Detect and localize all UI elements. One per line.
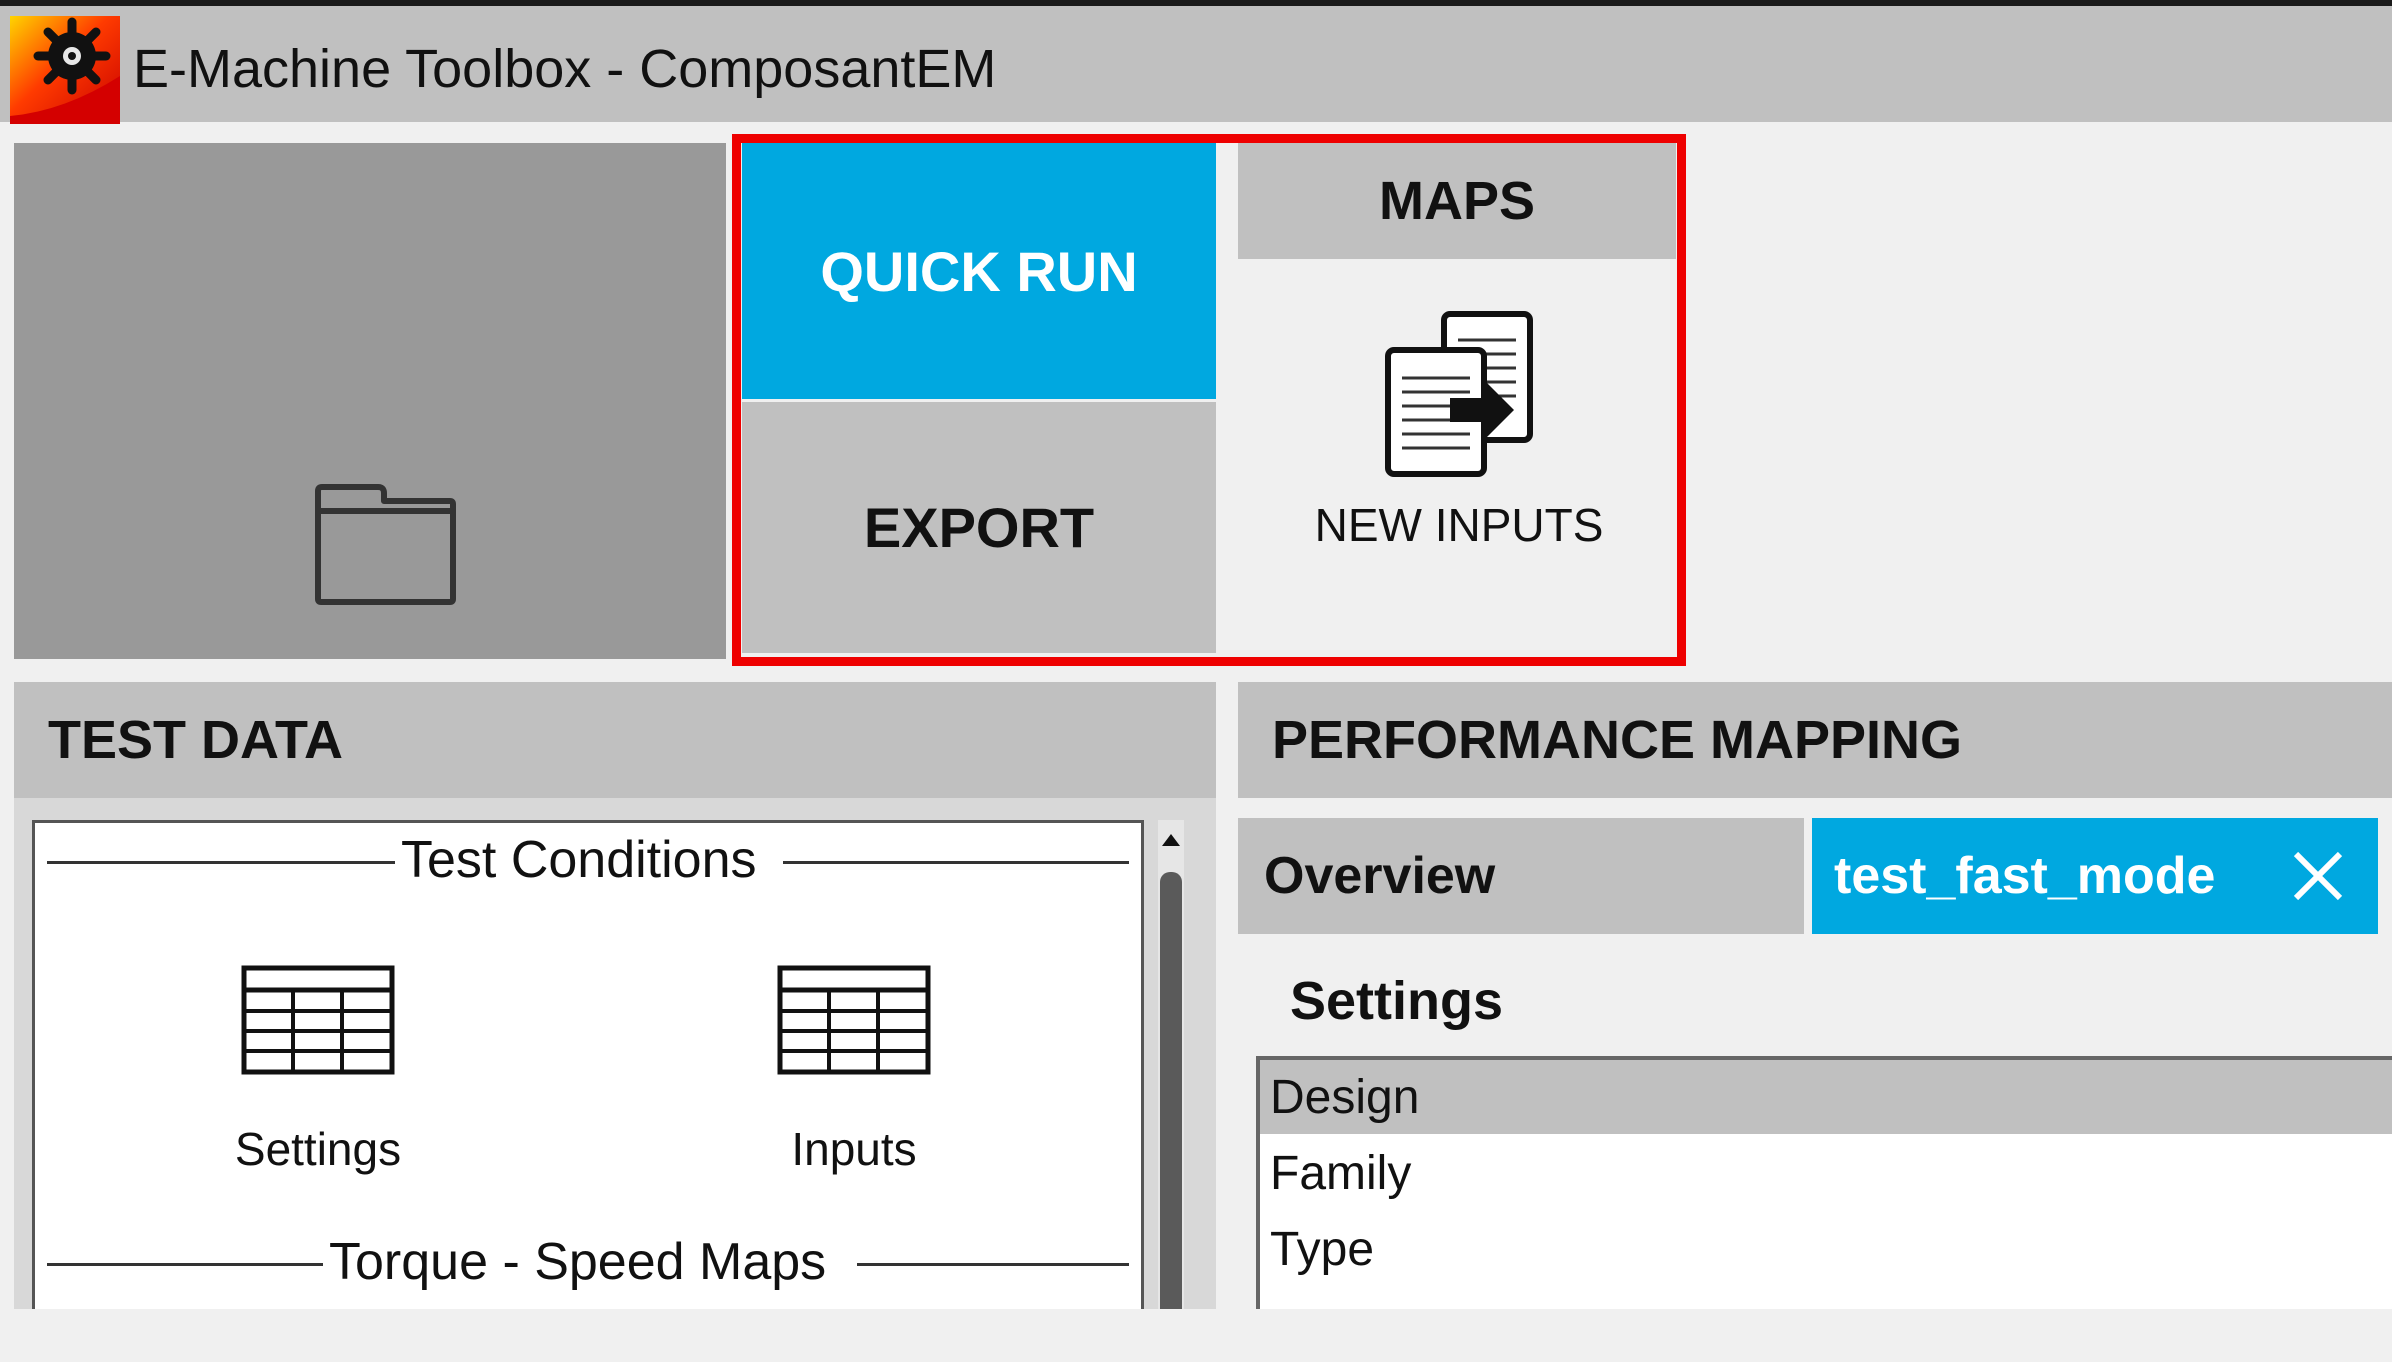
quick-run-button[interactable]: QUICK RUN — [742, 143, 1216, 399]
tab-overview[interactable]: Overview — [1238, 818, 1804, 934]
close-icon[interactable] — [2288, 846, 2348, 906]
open-project-button[interactable] — [14, 143, 726, 659]
settings-row-family[interactable]: Family — [1270, 1146, 1412, 1200]
emachine-logo-icon — [10, 16, 120, 124]
test-data-header: TEST DATA — [14, 682, 1216, 798]
group-title-test-conditions: Test Conditions — [395, 830, 763, 890]
settings-row-type[interactable]: Type — [1270, 1222, 1375, 1276]
documents-arrow-icon — [1382, 310, 1537, 480]
settings-row-partial[interactable] — [1260, 1288, 2392, 1362]
scroll-up-arrow-icon[interactable] — [1158, 830, 1184, 850]
new-inputs-button[interactable]: NEW INPUTS — [1242, 260, 1676, 653]
inputs-item-label[interactable]: Inputs — [791, 1123, 917, 1175]
highlight-annotation-box — [732, 134, 1686, 666]
test-data-list: Test Conditions Settings — [32, 820, 1144, 1309]
performance-mapping-header: PERFORMANCE MAPPING — [1238, 682, 2392, 798]
group-divider — [47, 861, 397, 864]
window-title: E-Machine Toolbox - ComposantEM — [133, 39, 997, 99]
table-icon[interactable] — [241, 965, 395, 1075]
settings-item-label[interactable]: Settings — [234, 1123, 402, 1175]
table-icon[interactable] — [777, 965, 931, 1075]
export-button[interactable]: EXPORT — [742, 402, 1216, 653]
title-bar: E-Machine Toolbox - ComposantEM — [0, 6, 2392, 124]
folder-icon — [314, 483, 456, 605]
tab-label: test_fast_mode — [1834, 847, 2216, 905]
settings-section-title: Settings — [1290, 971, 1504, 1031]
maps-group-header: MAPS — [1238, 143, 1676, 259]
settings-list: Design Family Type — [1256, 1056, 2392, 1309]
tab-test-fast-mode[interactable]: test_fast_mode — [1812, 818, 2378, 934]
group-divider — [783, 861, 1129, 864]
settings-row-design[interactable]: Design — [1260, 1060, 2392, 1134]
scrollbar-thumb[interactable] — [1160, 872, 1182, 1309]
new-inputs-label: NEW INPUTS — [1314, 499, 1604, 551]
group-title-torque-speed-maps: Torque - Speed Maps — [323, 1232, 833, 1292]
group-divider — [47, 1263, 337, 1266]
group-divider — [857, 1263, 1129, 1266]
window-top-border — [0, 0, 2392, 6]
